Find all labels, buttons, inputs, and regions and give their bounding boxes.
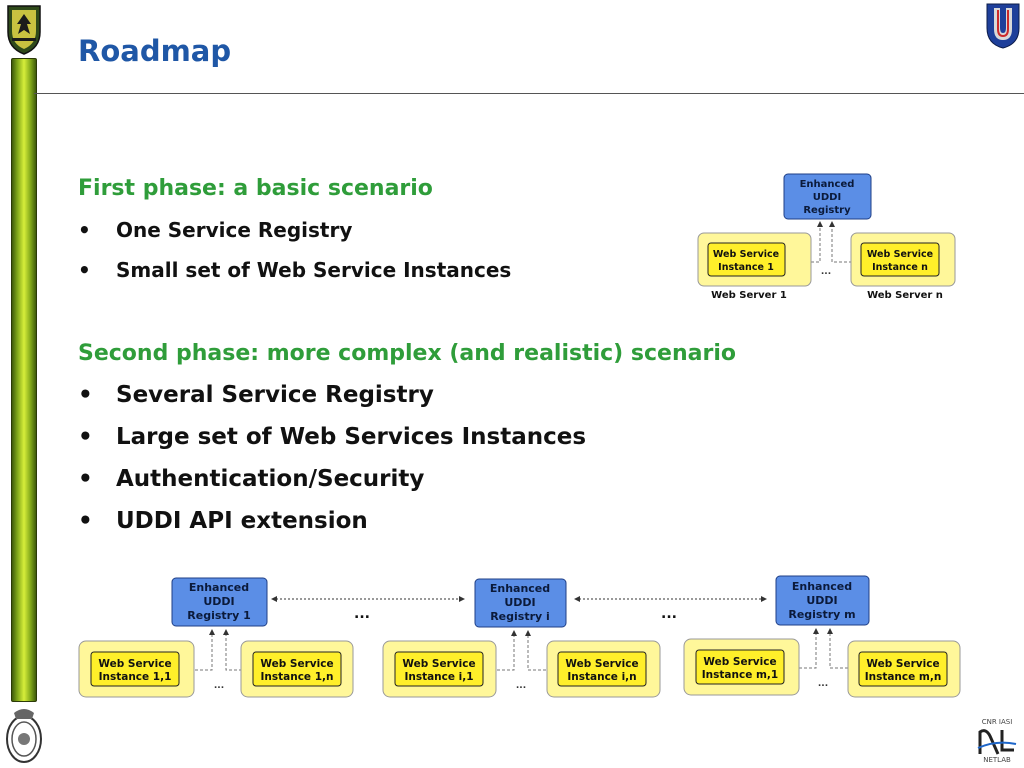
instance-label-line: Web Service: [867, 249, 933, 260]
bullet-text: Large set of Web Services Instances: [116, 424, 587, 450]
ellipsis: ...: [516, 681, 526, 691]
phase2-heading: Second phase: more complex (and realisti…: [78, 341, 736, 366]
server-label: Web Server 1: [711, 290, 787, 301]
bullet-dot: •: [78, 218, 91, 242]
registry-label-line: Enhanced: [792, 580, 852, 593]
registry-box: [783, 173, 872, 220]
instance-label-line: Web Service: [713, 249, 779, 260]
bullet-dot: •: [78, 466, 93, 492]
ellipsis: ...: [818, 679, 828, 689]
registry-label-line: Enhanced: [800, 179, 855, 190]
bullet-dot: •: [78, 424, 93, 450]
instance-label-line: Instance 1,1: [99, 671, 172, 683]
slide-title: Roadmap: [78, 34, 232, 68]
registry-box: [775, 575, 870, 626]
netlab-logo: CNR IASI NETLAB: [974, 718, 1020, 766]
bullet-dot: •: [78, 258, 91, 282]
instance-label-line: Web Service: [703, 656, 776, 668]
bullet-text: Authentication/Security: [116, 466, 425, 492]
registry-label-line: Enhanced: [189, 581, 249, 594]
web-service-instance-box: [394, 651, 484, 687]
sidebar-decorative-bar: [11, 58, 37, 702]
bullet-dot: •: [78, 508, 93, 534]
instance-label-line: Instance n: [872, 262, 928, 273]
ellipsis: ...: [214, 681, 224, 691]
registry-box: [474, 578, 567, 628]
instance-label-line: Web Service: [98, 658, 171, 670]
registry-label-line: Enhanced: [490, 582, 550, 595]
registry-label-line: UDDI: [504, 596, 535, 609]
server-label: Web Server n: [867, 290, 943, 301]
registry-label-line: UDDI: [203, 595, 234, 608]
phase1-heading: First phase: a basic scenario: [78, 176, 433, 201]
instance-label-line: Web Service: [402, 658, 475, 670]
ellipsis: ...: [821, 267, 831, 277]
instance-label-line: Web Service: [565, 658, 638, 670]
instance-label-line: Instance 1: [718, 262, 774, 273]
big-ellipsis: ...: [661, 606, 677, 622]
registry-label-line: Registry: [803, 205, 851, 216]
web-service-instance-n-box: [860, 242, 940, 277]
instance-label-line: Instance m,1: [702, 669, 778, 681]
title-divider: [34, 93, 1024, 94]
instance-label-line: Instance 1,n: [261, 671, 334, 683]
netlab-logo-bottom-text: NETLAB: [983, 756, 1011, 764]
bullet-text: UDDI API extension: [116, 508, 368, 534]
instance-label-line: Instance m,n: [865, 671, 942, 683]
arrow-to-registry: [827, 628, 858, 669]
web-service-instance-box: [90, 651, 180, 687]
web-service-instance-box: [557, 651, 647, 687]
university-crest-logo: [7, 5, 41, 55]
web-service-instance-box: [252, 651, 342, 687]
bullet-text: Several Service Registry: [116, 382, 434, 408]
web-service-instance-box: [695, 649, 785, 685]
big-ellipsis: ...: [354, 606, 370, 622]
instance-label-line: Web Service: [260, 658, 333, 670]
registry-label-line: UDDI: [813, 192, 841, 203]
instance-label-line: Instance i,n: [567, 671, 636, 683]
university-shield-logo: [986, 3, 1020, 49]
arrow-to-registry: [525, 630, 556, 671]
netlab-logo-top-text: CNR IASI: [981, 718, 1013, 726]
netlab-mark-icon: [977, 729, 1017, 755]
bullet-dot: •: [78, 382, 93, 408]
arrow-to-registry: [223, 629, 252, 671]
seal-logo: [6, 709, 42, 763]
web-service-instance-1-box: [707, 242, 786, 277]
instance-label-line: Instance i,1: [404, 671, 473, 683]
bullet-text: Small set of Web Service Instances: [116, 258, 512, 282]
registry-label-line: Registry i: [490, 610, 550, 623]
registry-box: [171, 577, 268, 627]
instance-label-line: Web Service: [866, 658, 939, 670]
registry-label-line: UDDI: [806, 594, 837, 607]
bullet-text: One Service Registry: [116, 218, 353, 242]
registry-label-line: Registry m: [788, 608, 855, 621]
web-service-instance-box: [858, 651, 948, 687]
registry-label-line: Registry 1: [187, 609, 250, 622]
